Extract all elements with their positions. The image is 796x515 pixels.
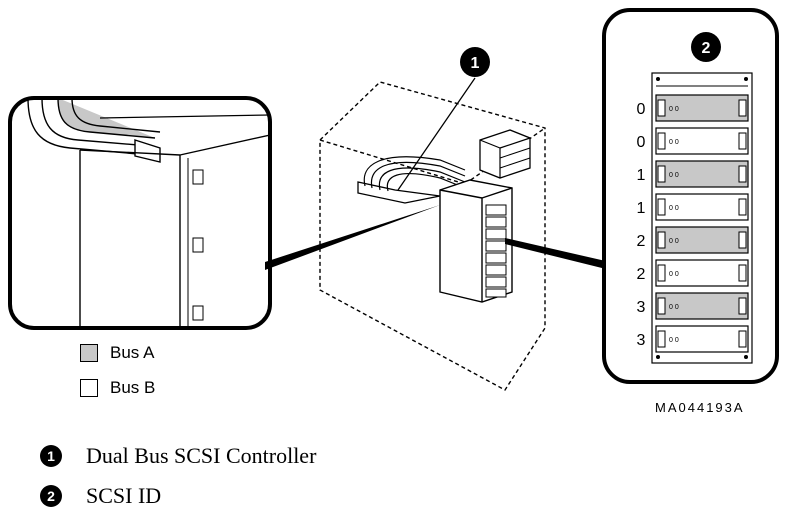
callout-2-label: 2 (702, 40, 711, 57)
drive-handle-icon (657, 231, 666, 249)
drive-handle-icon (738, 165, 747, 183)
right-zoom-pointer (505, 238, 610, 270)
drive-slot (655, 226, 749, 254)
drive-handle-icon (738, 231, 747, 249)
system-diagram: 1 2 0 0 0 0 0 0 1 0 0 1 0 0 2 0 0 2 0 0 3 0 0 3 0 0 (8, 8, 779, 391)
scsi-id-label: 0 (637, 134, 646, 151)
scsi-slot-row: 2 0 0 (637, 259, 749, 287)
callout-item-2-number: 2 (40, 485, 62, 507)
drive-led-label: 0 0 (669, 238, 679, 245)
legend-bus-a-label: Bus A (110, 343, 155, 362)
drive-handle-icon (738, 330, 747, 348)
bus-b-swatch (80, 379, 98, 397)
drive-handle-icon (738, 297, 747, 315)
drive-led-label: 0 0 (669, 172, 679, 179)
bus-a-swatch (80, 344, 98, 362)
drive-led-label: 0 0 (669, 205, 679, 212)
drive-slot (655, 292, 749, 320)
scsi-slot-row: 1 0 0 (637, 193, 749, 221)
drive-handle-icon (657, 264, 666, 282)
drive-handle-icon (657, 132, 666, 150)
right-zoom-panel: 2 0 0 0 0 0 0 1 0 0 1 0 0 2 0 0 2 0 0 3 0 0 3 0 0 (602, 8, 779, 384)
legend-bus-b: Bus B (80, 378, 155, 398)
drive-led-label: 0 0 (669, 139, 679, 146)
drive-led-label: 0 0 (669, 337, 679, 344)
callout-1-leader (397, 77, 476, 191)
drive-handle-icon (657, 165, 666, 183)
system-chassis (319, 81, 546, 391)
figure-id: MA044193A (655, 400, 745, 415)
callout-item-2: 2 SCSI ID (40, 483, 161, 509)
drive-handle-icon (738, 198, 747, 216)
callout-item-1: 1 Dual Bus SCSI Controller (40, 443, 316, 469)
drive-handle-icon (738, 264, 747, 282)
callout-1-marker (460, 47, 490, 77)
scsi-id-label: 3 (637, 332, 646, 349)
callout-item-2-text: SCSI ID (86, 483, 162, 508)
scsi-id-label: 1 (637, 200, 646, 217)
legend-bus-b-label: Bus B (110, 378, 156, 397)
drive-handle-icon (657, 297, 666, 315)
legend-bus-a: Bus A (80, 343, 154, 363)
drive-led-label: 0 0 (669, 271, 679, 278)
drive-slot (655, 325, 749, 353)
drive-led-label: 0 0 (669, 304, 679, 311)
left-zoom-pointer (265, 205, 440, 270)
drive-handle-icon (738, 99, 747, 117)
scsi-id-label: 0 (637, 101, 646, 118)
drive-handle-icon (657, 330, 666, 348)
callout-item-1-text: Dual Bus SCSI Controller (86, 443, 317, 468)
scsi-id-label: 2 (637, 233, 646, 250)
drive-slot (655, 259, 749, 287)
drive-handle-icon (657, 198, 666, 216)
scsi-id-label: 2 (637, 266, 646, 283)
scsi-slot-row: 2 0 0 (637, 226, 749, 254)
left-zoom-panel (8, 96, 272, 330)
scsi-slot-row: 1 0 0 (637, 160, 749, 188)
callout-2-marker (691, 32, 721, 62)
drive-handle-icon (657, 99, 666, 117)
scsi-slot-row: 3 0 0 (637, 325, 749, 353)
drive-slot (655, 94, 749, 122)
scsi-slot-list: 0 0 0 0 0 0 1 0 0 1 0 0 2 0 0 2 0 0 3 0 0 3 0 0 (637, 94, 749, 353)
scsi-id-label: 3 (637, 299, 646, 316)
drive-slot (655, 160, 749, 188)
scsi-slot-row: 0 0 0 (637, 94, 749, 122)
drive-handle-icon (738, 132, 747, 150)
drive-led-label: 0 0 (669, 106, 679, 113)
drive-slot (655, 127, 749, 155)
callout-1-label: 1 (471, 55, 480, 72)
scsi-slot-row: 0 0 0 (637, 127, 749, 155)
callout-item-1-number: 1 (40, 445, 62, 467)
drive-slot (655, 193, 749, 221)
scsi-id-label: 1 (637, 167, 646, 184)
scsi-slot-row: 3 0 0 (637, 292, 749, 320)
